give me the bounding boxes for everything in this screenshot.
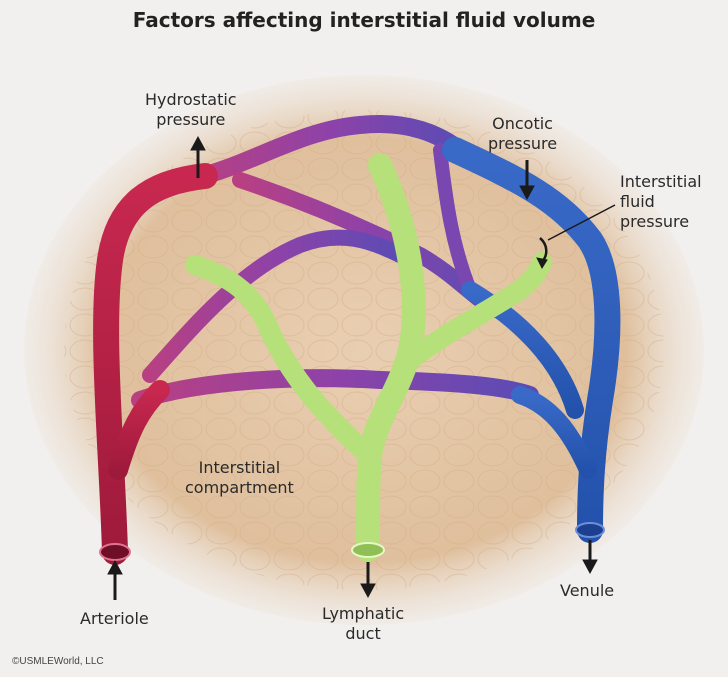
- venous-branch-2: [511, 386, 597, 479]
- lymphatic-left-branch: [185, 255, 378, 465]
- arrows: [107, 135, 616, 600]
- capillary-inner-right: [433, 143, 477, 297]
- label-lymphatic-line2: duct: [345, 624, 381, 643]
- capillary-middle: [142, 229, 408, 383]
- label-ic-line1: Interstitial: [198, 458, 281, 477]
- venule-opening: [575, 522, 605, 538]
- hydrostatic-arrow-icon: [190, 135, 206, 178]
- label-hydrostatic-line1: Hydrostatic: [145, 90, 237, 109]
- label-lymphatic-duct: Lymphatic duct: [322, 604, 404, 644]
- capillary-top: [186, 115, 469, 187]
- arterial-vessels: [93, 163, 218, 565]
- label-ic-line2: compartment: [185, 478, 294, 497]
- lymphatic-right-branch: [400, 252, 552, 370]
- interstitial-pressure-pointer-icon: [536, 204, 616, 270]
- label-interstitial-fluid-pressure: Interstitial fluid pressure: [620, 172, 702, 232]
- arteriole-arrow-icon: [107, 559, 123, 600]
- lymphatic-arrow-icon: [360, 562, 376, 599]
- capillary-lower: [131, 369, 539, 409]
- label-ifp-line1: Interstitial: [620, 172, 702, 191]
- lymphatic-vessels: [185, 153, 552, 562]
- diagram-title: Factors affecting interstitial fluid vol…: [132, 8, 596, 32]
- label-venule: Venule: [560, 581, 615, 600]
- oncotic-arrow-icon: [519, 160, 535, 201]
- label-lymphatic-line1: Lymphatic: [322, 604, 405, 623]
- label-oncotic-pressure: Oncotic pressure: [488, 114, 557, 154]
- lymphatic-opening: [351, 542, 385, 558]
- label-arteriole: Arteriole: [80, 609, 149, 628]
- label-ifp-line3: pressure: [620, 212, 690, 231]
- arteriole-opening: [99, 543, 131, 561]
- copyright-credit: ©USMLEWorld, LLC: [12, 656, 104, 667]
- label-hydrostatic-line2: pressure: [156, 110, 226, 129]
- label-ifp-line2: fluid: [620, 192, 655, 211]
- venule-arrow-icon: [582, 540, 598, 575]
- arterial-branch: [108, 380, 170, 480]
- label-oncotic-line1: Oncotic: [492, 114, 553, 133]
- label-hydrostatic-pressure: Hydrostatic pressure: [145, 90, 237, 130]
- label-interstitial-compartment: Interstitial compartment: [185, 458, 294, 498]
- tissue-cells: [64, 110, 664, 590]
- lymphatic-duct: [356, 153, 426, 562]
- label-oncotic-line2: pressure: [488, 134, 558, 153]
